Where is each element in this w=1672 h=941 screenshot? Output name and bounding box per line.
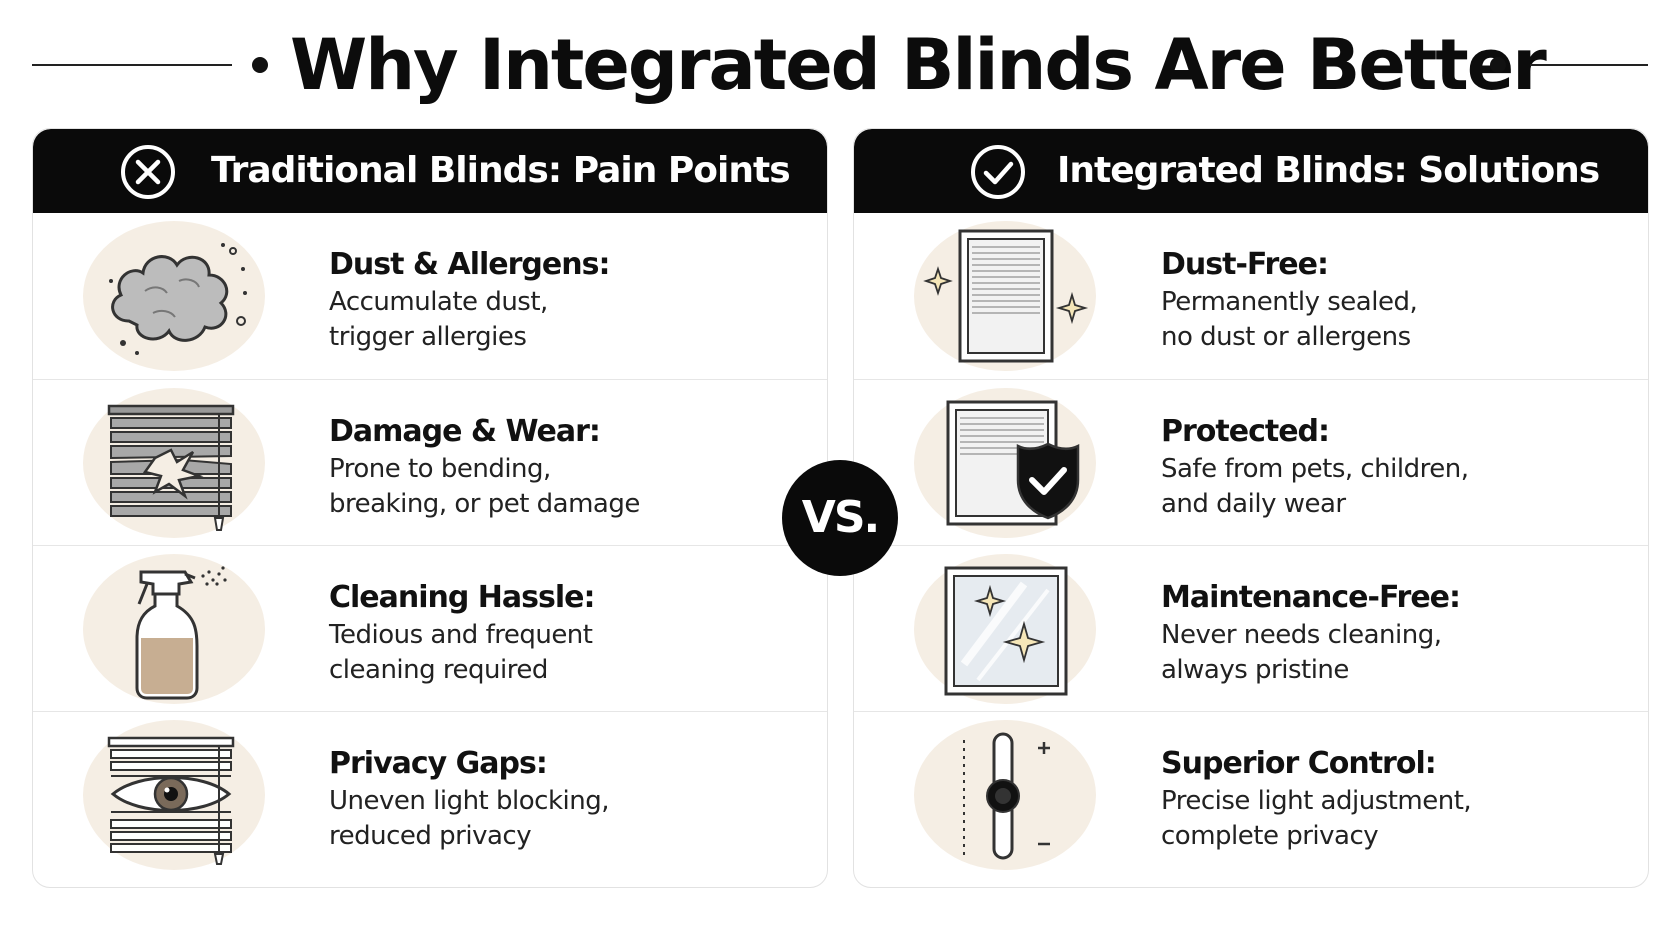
dust-cloud-icon — [109, 243, 247, 355]
item-title: Privacy Gaps: — [329, 746, 548, 781]
integrated-panel-title: Integrated Blinds: Solutions — [1057, 150, 1600, 191]
item-title: Damage & Wear: — [329, 414, 601, 449]
item-description-line: reduced privacy — [329, 821, 532, 851]
window-shield-icon — [946, 400, 1080, 526]
item-description-line: and daily wear — [1161, 489, 1346, 519]
pain-point-dust: Dust & Allergens: Accumulate dust, trigg… — [33, 213, 827, 379]
vs-badge: VS. — [782, 460, 898, 576]
item-description-line: Uneven light blocking, — [329, 786, 609, 816]
title-line-left — [32, 64, 232, 66]
page-title: Why Integrated Blinds Are Better — [290, 24, 1547, 106]
item-description-line: breaking, or pet damage — [329, 489, 640, 519]
item-text: Dust & Allergens: Accumulate dust, trigg… — [329, 245, 610, 355]
item-text: Damage & Wear: Prone to bending, breakin… — [329, 412, 640, 522]
item-title: Dust-Free: — [1161, 247, 1329, 282]
title-line-right — [1530, 64, 1648, 66]
check-circle-icon — [971, 145, 1025, 199]
item-description-line: Tedious and frequent — [329, 620, 593, 650]
item-description-line: Never needs cleaning, — [1161, 620, 1442, 650]
item-text: Privacy Gaps: Uneven light blocking, red… — [329, 744, 609, 854]
item-description-line: Safe from pets, children, — [1161, 454, 1469, 484]
item-description-line: always pristine — [1161, 655, 1349, 685]
traditional-blinds-panel: Traditional Blinds: Pain Points Dust & A… — [32, 128, 828, 888]
pain-point-damage: Damage & Wear: Prone to bending, breakin… — [33, 379, 827, 545]
eye-through-blinds-icon — [107, 736, 235, 865]
item-title: Superior Control: — [1161, 746, 1437, 781]
item-text: Superior Control: Precise light adjustme… — [1161, 744, 1472, 854]
item-text: Maintenance-Free: Never needs cleaning, … — [1161, 578, 1461, 688]
solution-dust-free: Dust-Free: Permanently sealed, no dust o… — [854, 213, 1648, 379]
pain-point-privacy: Privacy Gaps: Uneven light blocking, red… — [33, 711, 827, 877]
integrated-panel-header: Integrated Blinds: Solutions — [854, 129, 1648, 213]
title-dot-right — [1490, 57, 1506, 73]
title-row: Why Integrated Blinds Are Better — [0, 18, 1672, 114]
solution-superior-control: Superior Control: Precise light adjustme… — [854, 711, 1648, 877]
item-description-line: complete privacy — [1161, 821, 1379, 851]
item-text: Protected: Safe from pets, children, and… — [1161, 412, 1469, 522]
spray-bottle-icon — [135, 566, 227, 700]
integrated-blinds-panel: Integrated Blinds: Solutions Dust-Free: … — [853, 128, 1649, 888]
sealed-window-sparkle-icon — [923, 229, 1089, 363]
solution-protected: Protected: Safe from pets, children, and… — [854, 379, 1648, 545]
item-title: Protected: — [1161, 414, 1330, 449]
slider-control-icon — [963, 732, 1050, 860]
x-circle-icon — [121, 145, 175, 199]
item-description-line: Permanently sealed, — [1161, 287, 1418, 317]
item-title: Cleaning Hassle: — [329, 580, 595, 615]
traditional-panel-title: Traditional Blinds: Pain Points — [211, 150, 791, 191]
item-title: Maintenance-Free: — [1161, 580, 1461, 615]
broken-blinds-icon — [107, 404, 235, 531]
solution-maintenance-free: Maintenance-Free: Never needs cleaning, … — [854, 545, 1648, 711]
pain-point-cleaning: Cleaning Hassle: Tedious and frequent cl… — [33, 545, 827, 711]
item-description-line: Precise light adjustment, — [1161, 786, 1472, 816]
item-text: Cleaning Hassle: Tedious and frequent cl… — [329, 578, 595, 688]
item-title: Dust & Allergens: — [329, 247, 610, 282]
title-dot-left — [252, 57, 268, 73]
item-description-line: Prone to bending, — [329, 454, 551, 484]
clean-glass-sparkle-icon — [944, 566, 1068, 696]
item-description-line: cleaning required — [329, 655, 548, 685]
item-text: Dust-Free: Permanently sealed, no dust o… — [1161, 245, 1418, 355]
item-description-line: no dust or allergens — [1161, 322, 1411, 352]
item-description-line: Accumulate dust, — [329, 287, 548, 317]
traditional-panel-header: Traditional Blinds: Pain Points — [33, 129, 827, 213]
item-description-line: trigger allergies — [329, 322, 527, 352]
